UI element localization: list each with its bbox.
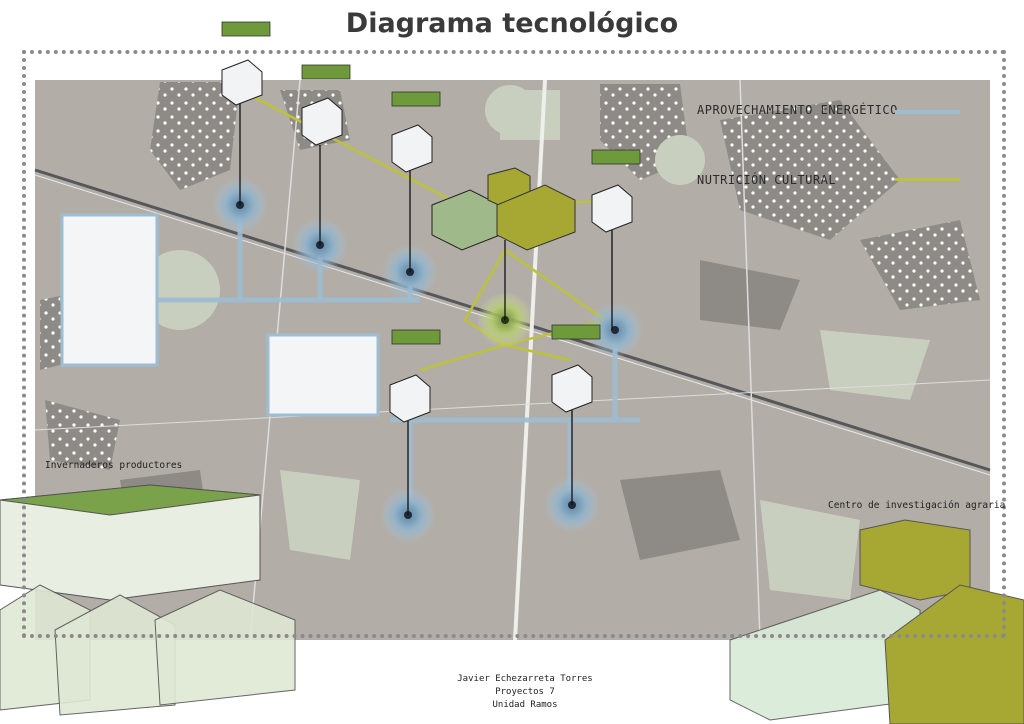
greenhouse-icons xyxy=(221,59,633,423)
course: Proyectos 7 xyxy=(495,687,555,697)
credits: Javier Echezarreta Torres Proyectos 7 Un… xyxy=(400,673,650,712)
author: Javier Echezarreta Torres xyxy=(457,674,593,684)
dotted-frame xyxy=(22,50,1006,638)
greenhouse-blocks xyxy=(60,213,380,417)
research-label: Centro de investigación agraria xyxy=(828,500,1006,511)
legend-energy-label: APROVECHAMIENTO ENERGÉTICO xyxy=(697,103,898,117)
legend-energy-swatch xyxy=(895,110,960,114)
unit: Unidad Ramos xyxy=(492,700,558,710)
foreground-illustrations xyxy=(0,484,1024,724)
connector-lines xyxy=(239,100,613,515)
research-center-icon xyxy=(487,167,576,251)
producers-label: Invernaderos productores xyxy=(45,460,183,471)
legend-nutrition-label: NUTRICIÓN CULTURAL xyxy=(697,173,837,187)
diagram-title: Diagrama tecnológico xyxy=(345,8,679,39)
legend-nutrition-swatch xyxy=(895,178,960,181)
planter-icons xyxy=(221,21,641,345)
